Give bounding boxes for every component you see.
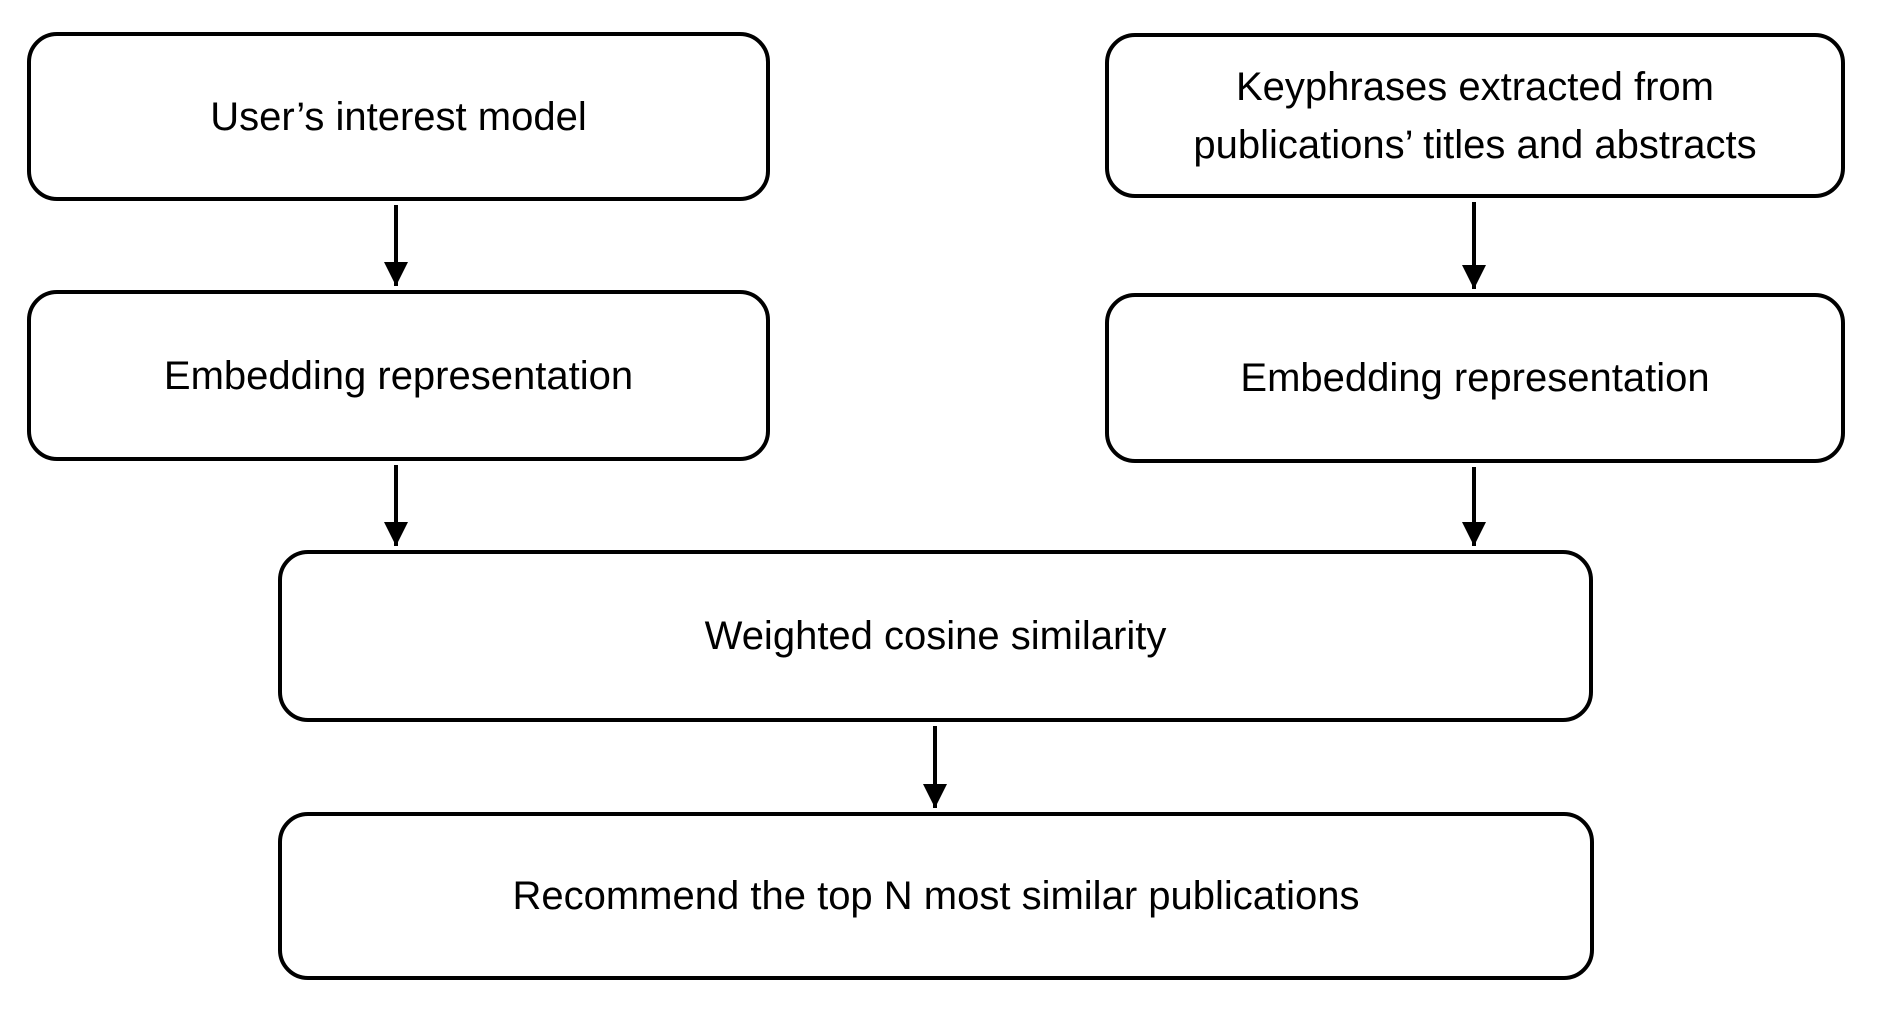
node-weighted-cosine-similarity: Weighted cosine similarity [278,550,1593,722]
node-embedding-left: Embedding representation [27,290,770,461]
node-recommend-top-n: Recommend the top N most similar publica… [278,812,1594,980]
node-keyphrases-extracted-label: Keyphrases extracted from publications’ … [1193,64,1757,167]
node-embedding-right: Embedding representation [1105,293,1845,463]
node-recommend-top-n-label: Recommend the top N most similar publica… [512,874,1360,918]
node-user-interest-model-label: User’s interest model [210,94,587,139]
node-weighted-cosine-similarity-label: Weighted cosine similarity [704,614,1167,658]
node-embedding-right-label: Embedding representation [1240,356,1710,400]
node-user-interest-model: User’s interest model [27,32,770,201]
node-keyphrases-extracted: Keyphrases extracted from publications’ … [1105,33,1845,198]
node-embedding-left-label: Embedding representation [163,353,634,398]
